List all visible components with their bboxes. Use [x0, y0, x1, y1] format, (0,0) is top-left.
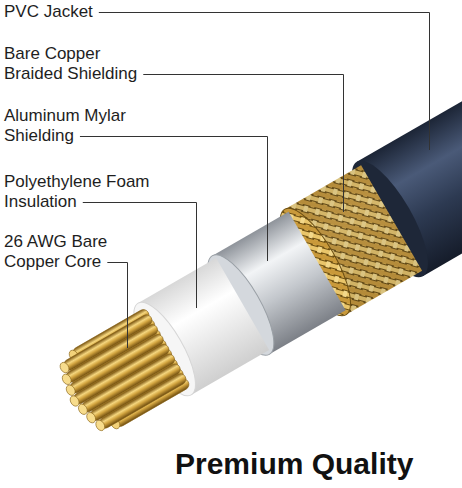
part-label: Polyethylene Foam Insulation	[4, 172, 164, 212]
part-label: Aluminum Mylar Shielding	[4, 106, 149, 146]
leader-line	[107, 263, 127, 349]
part-label: 26 AWG Bare Copper Core	[4, 232, 124, 272]
leader-line	[143, 75, 343, 213]
leader-line	[99, 13, 430, 151]
leader-line	[80, 137, 268, 262]
part-label: Bare Copper Braided Shielding	[4, 44, 149, 84]
part-label: PVC Jacket	[4, 2, 204, 22]
caption: Premium Quality	[175, 447, 413, 481]
